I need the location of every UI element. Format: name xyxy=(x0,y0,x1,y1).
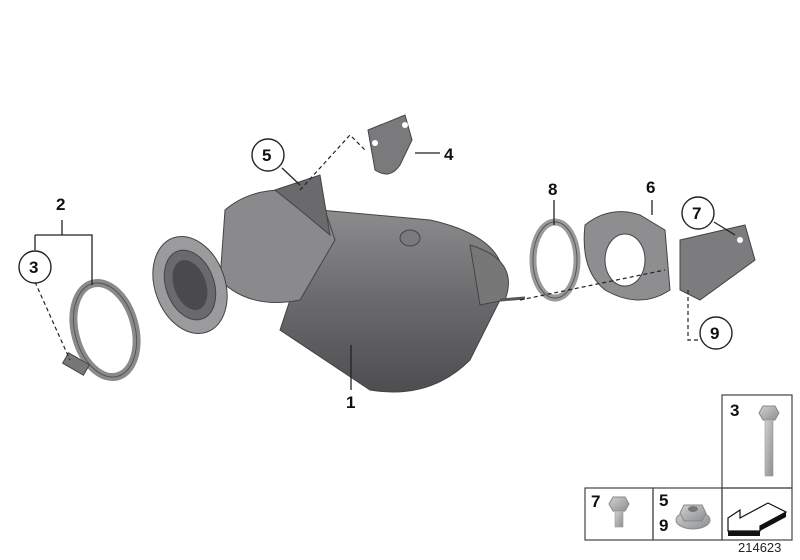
callout-8: 8 xyxy=(548,180,557,199)
callout-5-circle xyxy=(251,138,285,172)
diagram-number: 214623 xyxy=(738,540,781,555)
callout-2: 2 xyxy=(56,195,65,214)
callout-3-circle xyxy=(18,250,52,284)
legend-nut-number-9: 9 xyxy=(659,516,668,535)
hardware-legend: 3 7 5 9 xyxy=(584,394,793,541)
short-bolt-icon xyxy=(608,496,630,528)
callout-7-circle xyxy=(681,196,715,230)
callout-7: 7 xyxy=(692,204,701,223)
long-bolt-icon xyxy=(758,405,780,477)
leader-lines xyxy=(34,134,736,390)
callout-9: 9 xyxy=(710,324,719,343)
callout-1: 1 xyxy=(346,393,355,412)
callout-6: 6 xyxy=(646,178,655,197)
gasket-ring-part[interactable] xyxy=(529,218,581,302)
flange-nut-icon xyxy=(675,504,711,530)
callout-9-circle xyxy=(699,316,733,350)
callout-3: 3 xyxy=(29,258,38,277)
catalytic-converter-part[interactable] xyxy=(140,174,526,393)
flange-gasket-part[interactable] xyxy=(583,211,671,301)
legend-bolt-long-number: 3 xyxy=(730,401,739,420)
callout-4: 4 xyxy=(444,145,454,164)
legend-nut-number-5: 5 xyxy=(659,491,668,510)
bracket-part[interactable] xyxy=(367,114,413,175)
callout-5: 5 xyxy=(262,146,271,165)
v-band-clamp-part[interactable] xyxy=(61,276,147,384)
holder-bracket-part[interactable] xyxy=(679,224,756,301)
direction-arrow-icon xyxy=(727,502,788,536)
legend-bolt-short-number: 7 xyxy=(591,492,600,511)
